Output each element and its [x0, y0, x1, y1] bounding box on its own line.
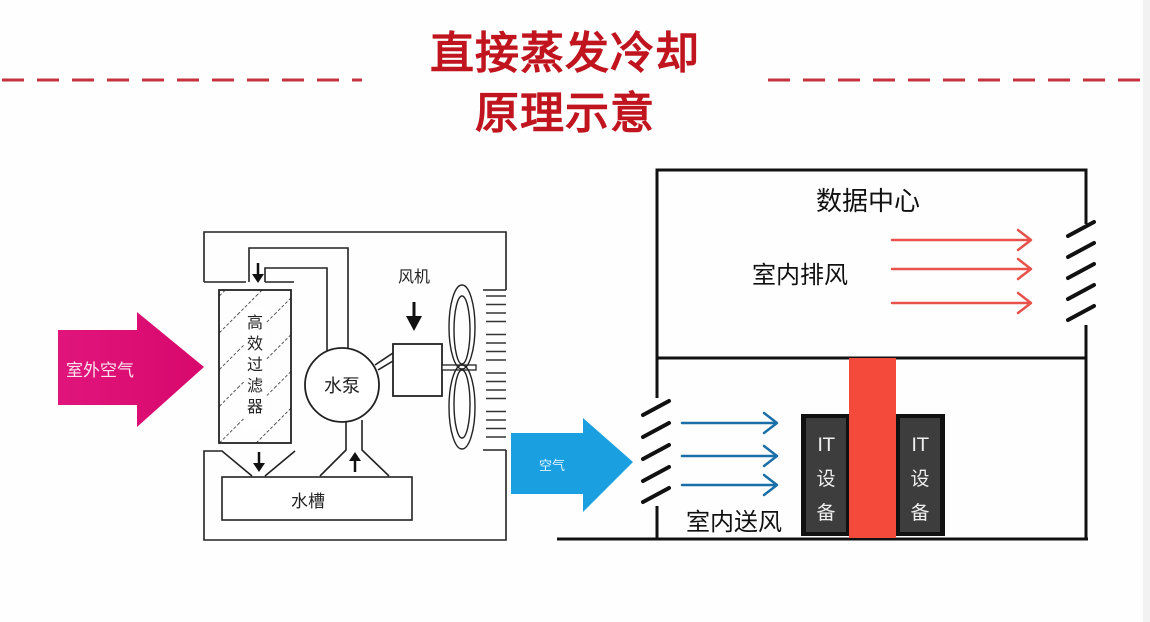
- filter-label-char-5: 器: [247, 397, 263, 416]
- hot-aisle-duct: [849, 358, 896, 538]
- water-tank-label: 水槽: [291, 492, 325, 512]
- it-rack-2-line2: 设: [910, 468, 929, 490]
- title-line-1: 直接蒸发冷却: [430, 28, 700, 79]
- water-down-arrow-bottom: [253, 452, 265, 472]
- exhaust-air-arrows: [890, 228, 1033, 315]
- supply-air-label: 空气: [539, 458, 565, 474]
- title-line-2: 原理示意: [475, 88, 655, 139]
- pump-to-tank-pipe: [319, 420, 390, 477]
- fan-down-arrow: [406, 302, 422, 331]
- outdoor-air-label: 室外空气: [66, 361, 134, 381]
- water-pump: 水泵: [304, 347, 380, 423]
- unit-housing: [203, 231, 507, 541]
- water-up-arrow: [349, 452, 361, 472]
- data-center-title: 数据中心: [816, 187, 920, 217]
- it-rack-1-line1: IT: [817, 434, 835, 456]
- exhaust-arrow-1: [890, 228, 1033, 252]
- page-edge-strip: [1143, 0, 1150, 622]
- filter-label-char-3: 过: [247, 355, 263, 374]
- supply-arrow-1: [680, 411, 779, 435]
- exhaust-air-label: 室内排风: [752, 261, 848, 289]
- filter-label-char-4: 滤: [247, 376, 263, 395]
- water-down-arrow-top: [252, 263, 264, 283]
- it-rack-1: IT 设 备: [806, 418, 846, 532]
- fan-motor: 风机: [374, 267, 477, 397]
- water-pump-label: 水泵: [324, 376, 360, 397]
- high-efficiency-filter: 高 效 过 滤 器: [218, 289, 292, 444]
- exhaust-arrow-2: [890, 257, 1033, 281]
- fan-label: 风机: [398, 267, 430, 286]
- supply-arrow-2: [680, 444, 779, 468]
- supply-arrow-3: [680, 473, 779, 497]
- filter-label-char-1: 高: [247, 313, 263, 332]
- filter-label-char-2: 效: [247, 334, 263, 353]
- fan-blades-icon: [448, 284, 476, 450]
- supply-air-arrows: [680, 411, 779, 497]
- intake-louver: [641, 399, 671, 504]
- indoor-supply-label: 室内送风: [686, 508, 782, 536]
- it-rack-1-line3: 备: [816, 502, 835, 524]
- unit-louver-grille: [486, 295, 506, 438]
- it-rack-1-line2: 设: [816, 468, 835, 490]
- exhaust-louver: [1066, 220, 1096, 322]
- exhaust-arrow-3: [890, 291, 1033, 315]
- water-tank: 水槽: [221, 476, 413, 521]
- supply-air-arrow: 空气: [511, 418, 633, 512]
- it-rack-2-line1: IT: [911, 434, 929, 456]
- outdoor-air-arrow: 室外空气: [58, 312, 204, 427]
- it-rack-2: IT 设 备: [900, 418, 940, 532]
- it-rack-2-line3: 备: [910, 502, 929, 524]
